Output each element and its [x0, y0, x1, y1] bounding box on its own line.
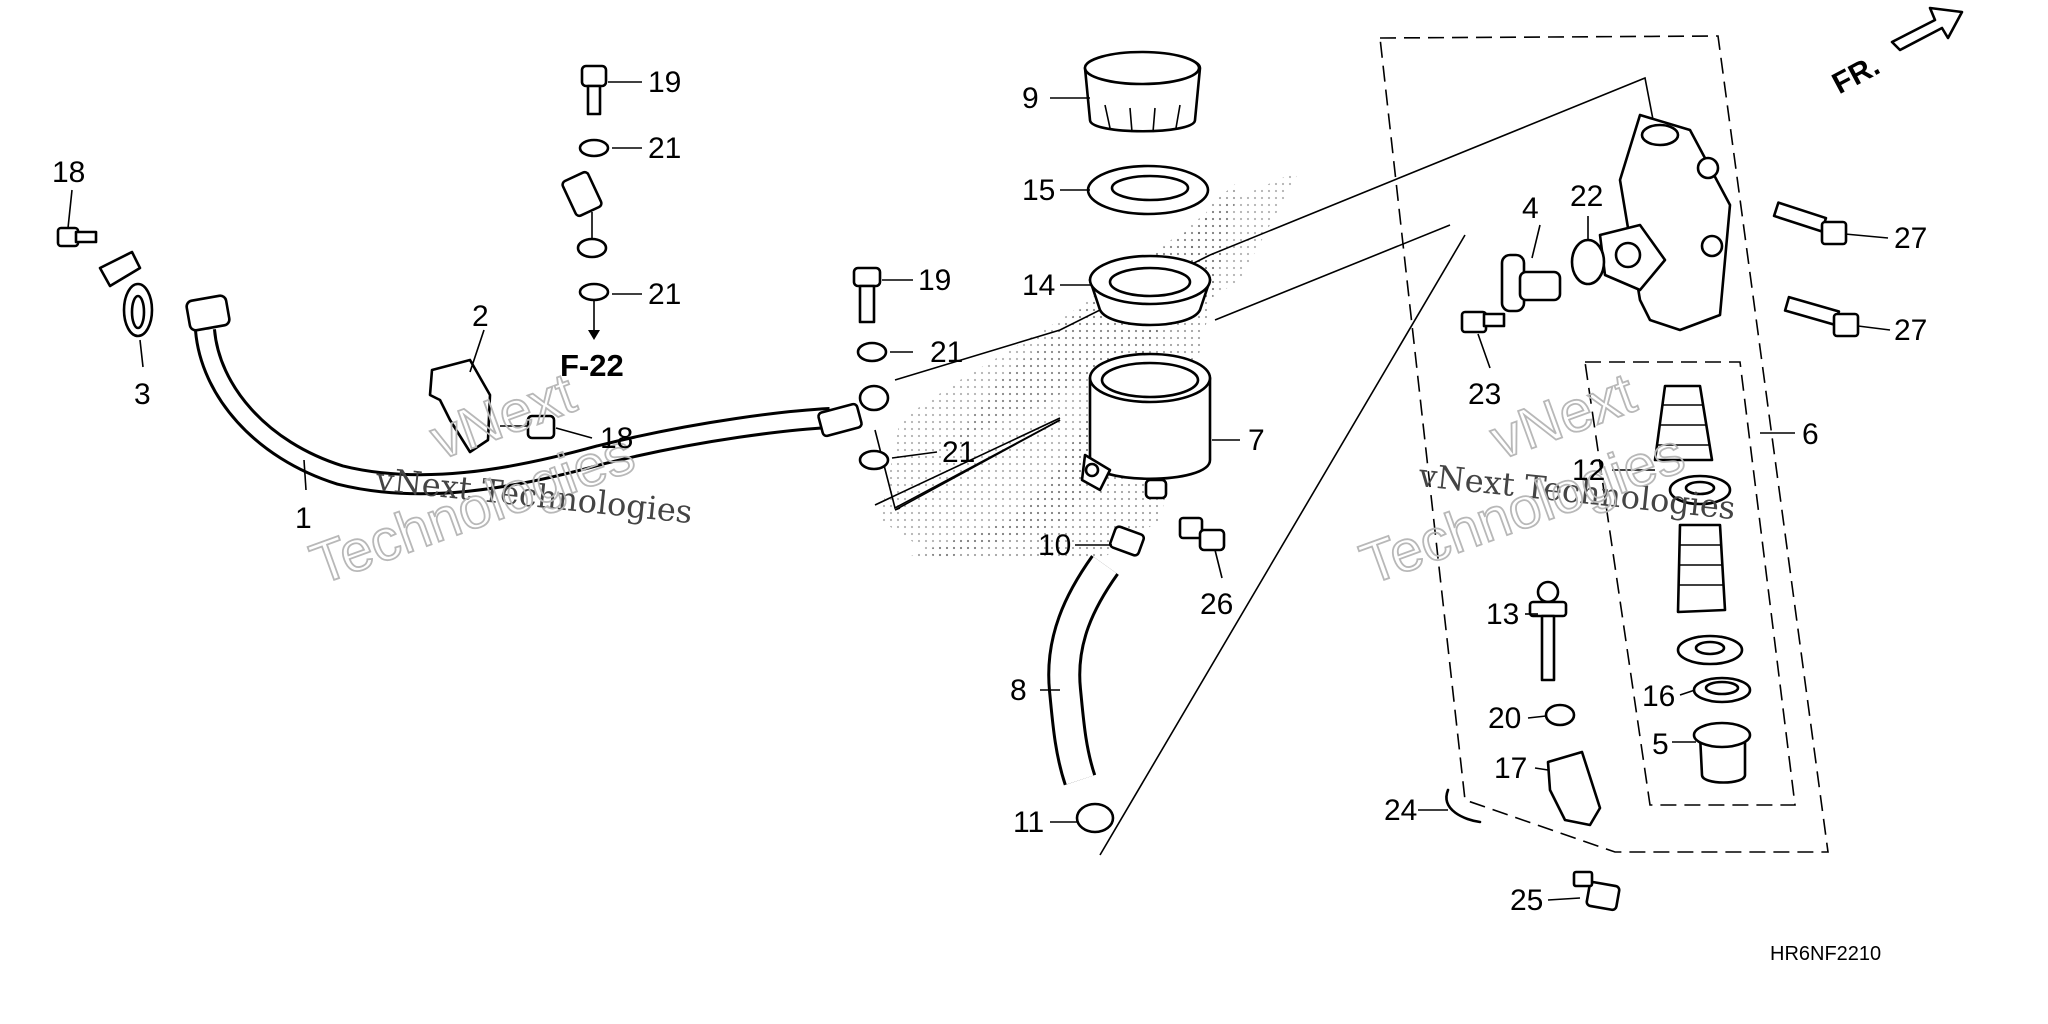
- callout-7: 7: [1248, 424, 1265, 457]
- joint-17: [1546, 750, 1602, 827]
- callout-3: 3: [134, 378, 151, 411]
- diaphragm: [1088, 254, 1212, 327]
- callout-9: 9: [1022, 82, 1039, 115]
- callout-20: 20: [1488, 702, 1521, 735]
- master-cylinder: [1598, 113, 1732, 332]
- assembly-line-lower: [1099, 234, 1466, 856]
- callout-14: 14: [1022, 269, 1055, 302]
- callout-10: 10: [1038, 529, 1071, 562]
- hose-clip-11: [1075, 802, 1115, 834]
- circlip-16: [1692, 676, 1752, 704]
- callout-21-d: 21: [942, 436, 975, 469]
- hose-clamp: [98, 250, 154, 338]
- callout-26: 26: [1200, 588, 1233, 621]
- oring-22: [1570, 238, 1606, 286]
- piston-spring: [1676, 523, 1744, 666]
- callout-24: 24: [1384, 794, 1417, 827]
- callout-11: 11: [1013, 806, 1044, 839]
- boot-12: [1653, 384, 1732, 506]
- reservoir-cap: [1083, 50, 1202, 133]
- reservoir-hose: [1047, 555, 1119, 786]
- master-cylinder-group-box: [1379, 35, 1829, 853]
- leader-lines: [67, 81, 1891, 901]
- hose-clip-10: [1108, 525, 1146, 557]
- banjo-bolt-upper: [578, 64, 610, 340]
- callouts: 1 2 3 4 5 6 7 8 9 10 11 12 13 14 15 16 1…: [52, 66, 1927, 917]
- bolt-18-top-left: [56, 226, 98, 248]
- joint-pin-25: [1572, 870, 1621, 912]
- bolt-26: [1178, 516, 1226, 552]
- cotter-pin-24: [1445, 788, 1482, 824]
- callout-6: 6: [1802, 418, 1819, 451]
- callout-21-c: 21: [930, 336, 963, 369]
- callout-19-upper: 19: [648, 66, 681, 99]
- callout-18-clamp: 18: [52, 156, 85, 189]
- bolt-27-lower: [1783, 295, 1860, 338]
- callout-27-lower: 27: [1894, 314, 1927, 347]
- callout-13: 13: [1486, 598, 1519, 631]
- callout-27-upper: 27: [1894, 222, 1927, 255]
- callout-19-lower: 19: [918, 264, 951, 297]
- drawing-code: HR6NF2210: [1770, 943, 1881, 965]
- push-rod-13: [1528, 580, 1568, 682]
- piston-kit-group-box: [1584, 361, 1796, 806]
- callout-18-bracket: 18: [600, 422, 633, 455]
- banjo-bolt-lower: [852, 266, 890, 471]
- banjo-bracket: [874, 417, 1061, 506]
- callout-17: 17: [1494, 752, 1527, 785]
- brake-hose: [184, 104, 863, 496]
- callout-16: 16: [1642, 680, 1675, 713]
- callout-5: 5: [1652, 728, 1669, 761]
- callout-21-b: 21: [648, 278, 681, 311]
- bolt-27-upper: [1772, 201, 1848, 246]
- assembly-line-top: [1209, 76, 1656, 256]
- assembly-line-diag: [1214, 224, 1451, 321]
- hose-bracket-part: [428, 358, 556, 454]
- callout-23: 23: [1468, 378, 1501, 411]
- callout-25: 25: [1510, 884, 1543, 917]
- joint-4: [1500, 253, 1562, 313]
- callout-4: 4: [1522, 192, 1539, 225]
- reference-label-f22: F-22: [560, 348, 624, 383]
- diaphragm-plate: [1086, 164, 1210, 216]
- callout-1: 1: [295, 502, 312, 535]
- front-direction-label: FR.: [1827, 49, 1885, 101]
- front-direction-indicator: FR.: [1827, 6, 1964, 101]
- boot-5: [1692, 721, 1752, 784]
- nut-20: [1544, 703, 1576, 727]
- callout-12: 12: [1572, 454, 1605, 487]
- screw-23: [1460, 310, 1506, 334]
- callout-15: 15: [1022, 174, 1055, 207]
- callout-21-a: 21: [648, 132, 681, 165]
- callout-2: 2: [472, 300, 489, 333]
- callout-8: 8: [1010, 674, 1027, 707]
- reservoir-tank: [1080, 352, 1212, 500]
- callout-22: 22: [1570, 180, 1603, 213]
